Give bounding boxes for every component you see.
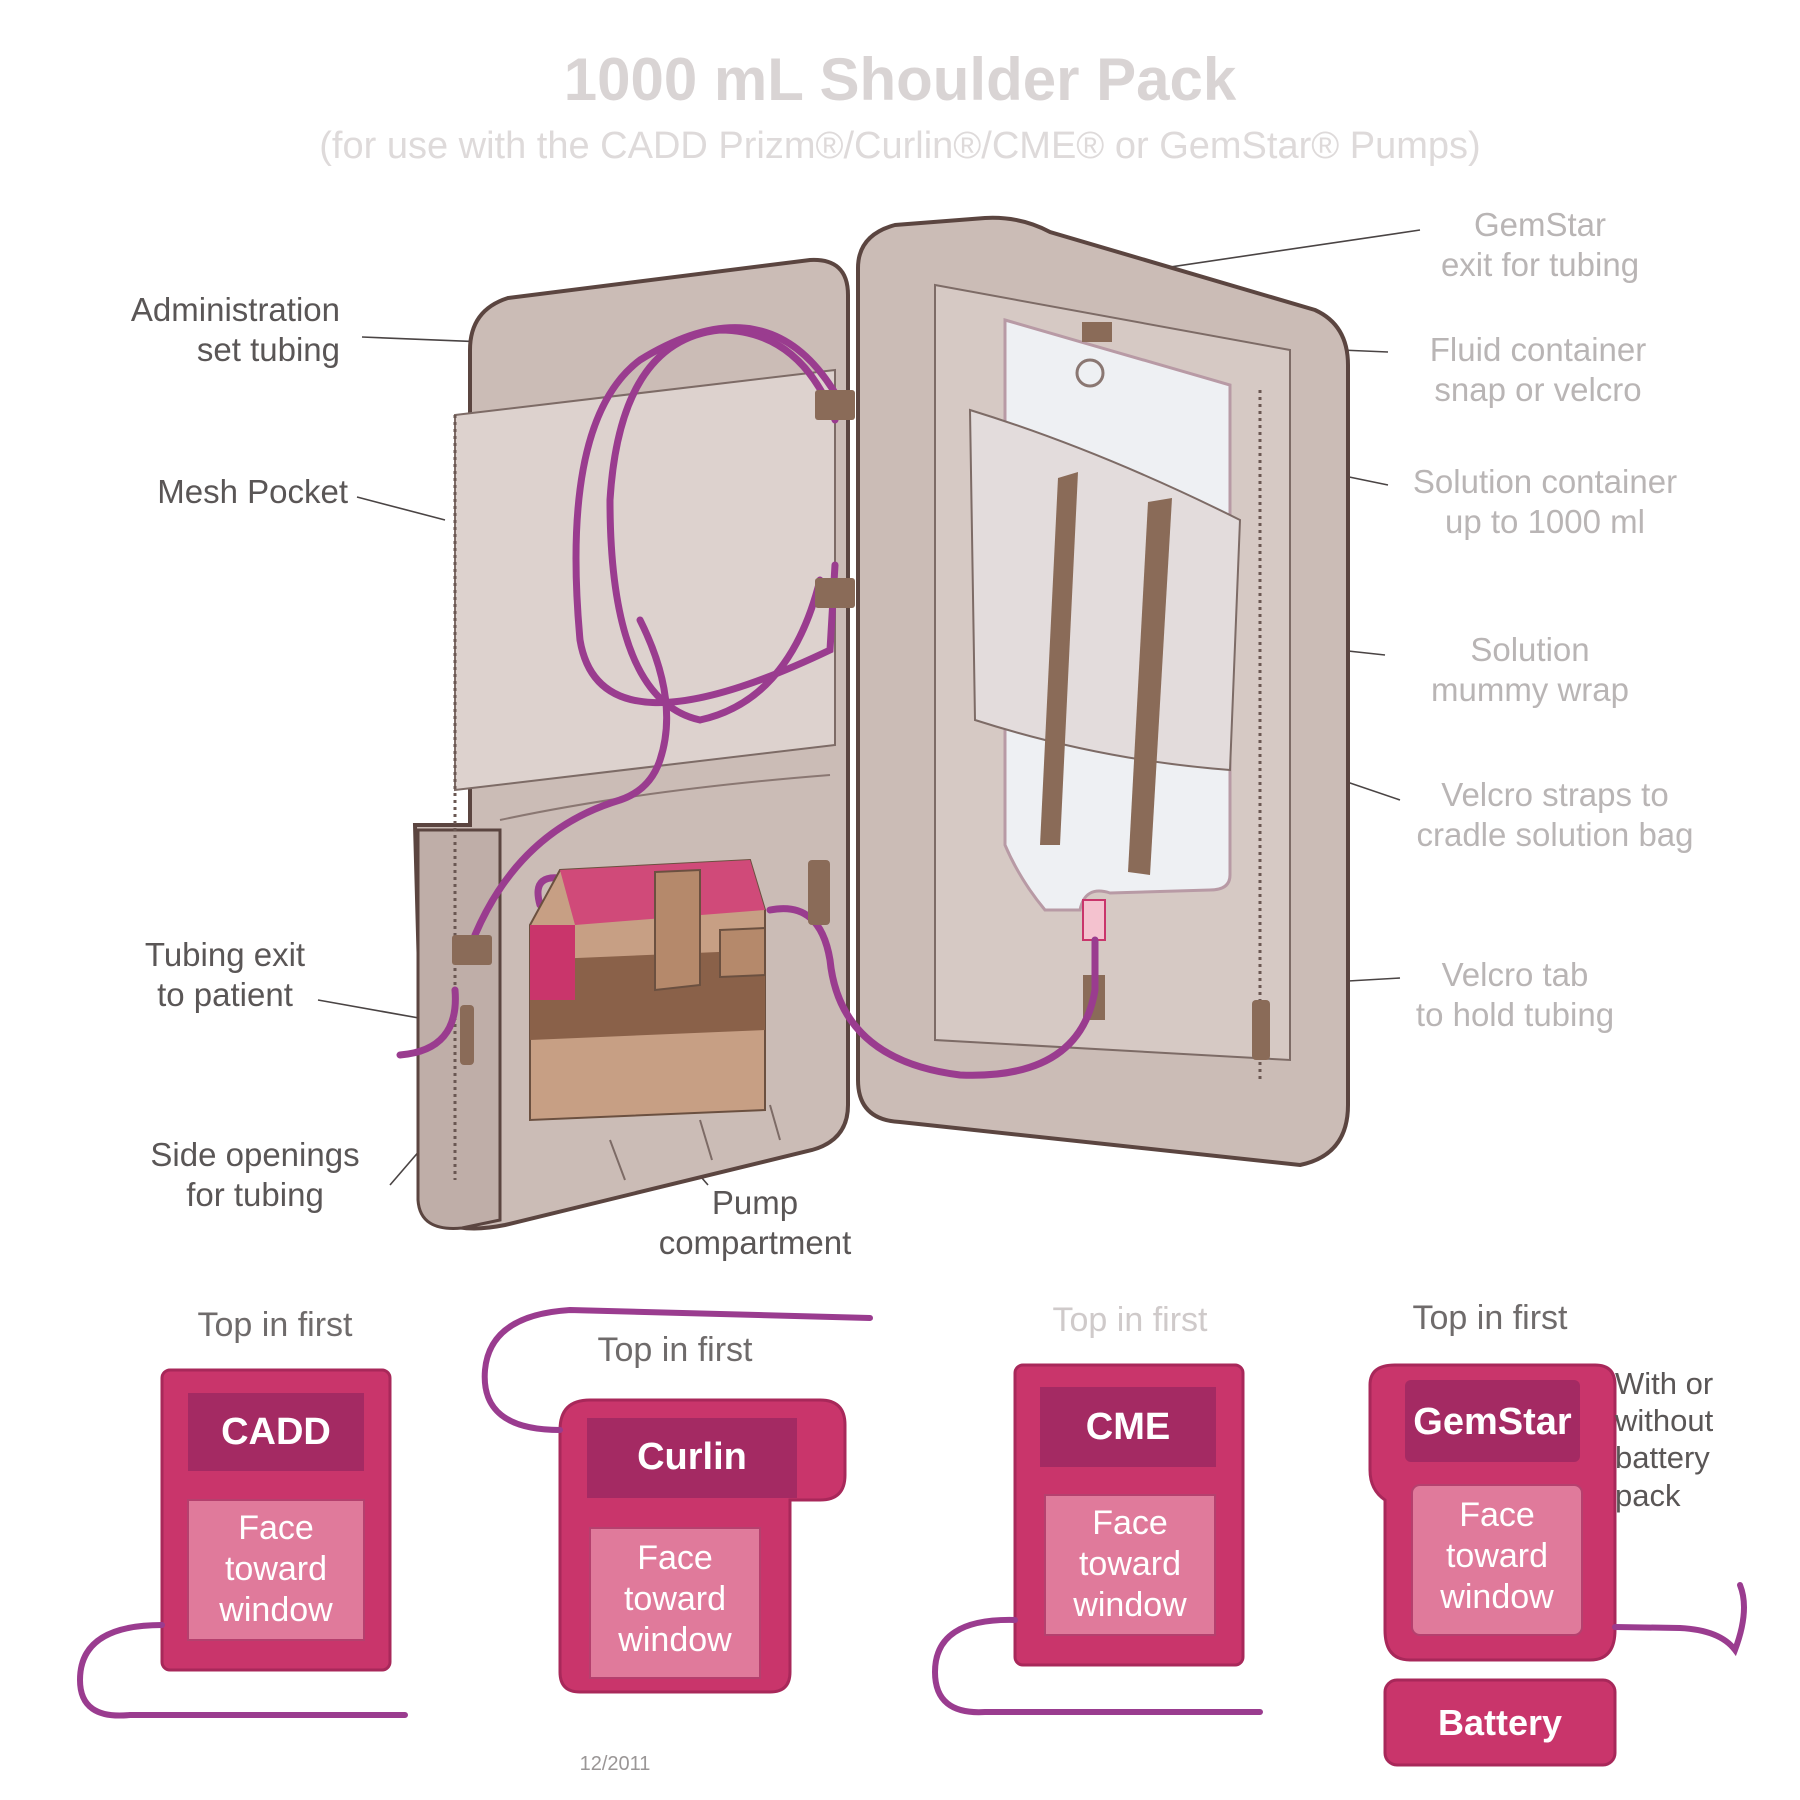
face-text-gemstar: Face toward window — [1412, 1495, 1582, 1617]
label-tubing-exit: Tubing exit to patient — [110, 935, 340, 1014]
battery-note: With or without battery pack — [1615, 1365, 1775, 1514]
face-text-cme-line1: Face — [1092, 1504, 1168, 1542]
face-text-cme: Face toward window — [1045, 1503, 1215, 1625]
battery-note-line2: without — [1615, 1403, 1714, 1439]
label-velcro-tab: Velcro tab to hold tubing — [1395, 955, 1635, 1034]
label-gemstar-exit: GemStar exit for tubing — [1400, 205, 1680, 284]
caption-curlin: Top in first — [597, 1331, 753, 1369]
label-velcro-straps-line2: cradle solution bag — [1416, 815, 1694, 853]
label-admin-set-line2: set tubing — [196, 330, 340, 368]
label-fluid-snap-line1: Fluid container — [1429, 331, 1647, 368]
face-text-cadd: Face toward window — [188, 1508, 364, 1630]
pack-right-panel — [856, 215, 1350, 1168]
caption-cadd: Top in first — [197, 1306, 353, 1344]
label-solution-container: Solution container up to 1000 ml — [1380, 462, 1710, 541]
caption-cme: Top in first — [1052, 1301, 1208, 1339]
label-mummy-wrap: Solution mummy wrap — [1385, 630, 1675, 709]
label-admin-set: Administration set tubing — [80, 290, 340, 369]
diagram-title: 1000 mL Shoulder Pack — [563, 46, 1237, 113]
battery-label: Battery — [1437, 1702, 1563, 1743]
label-mummy-wrap-line2: mummy wrap — [1430, 670, 1630, 708]
face-text-cadd-line2: toward — [224, 1549, 328, 1588]
face-text-gemstar-line3: window — [1440, 1577, 1554, 1616]
label-velcro-straps-line1: Velcro straps to — [1441, 776, 1669, 813]
pump-name-cadd: CADD — [221, 1411, 331, 1453]
label-pump-compartment-line2: compartment — [658, 1223, 852, 1261]
caption-gemstar: Top in first — [1412, 1299, 1568, 1337]
label-side-openings-line1: Side openings — [150, 1136, 360, 1173]
pump-in-compartment — [529, 858, 766, 1122]
label-velcro-straps: Velcro straps to cradle solution bag — [1385, 775, 1725, 854]
label-pump-compartment: Pump compartment — [620, 1183, 890, 1262]
leader-tubing-exit — [317, 999, 431, 1021]
label-pump-compartment-line1: Pump — [711, 1184, 799, 1221]
pump-name-gemstar: GemStar — [1413, 1401, 1572, 1443]
label-side-openings-line2: for tubing — [186, 1175, 324, 1213]
left-velcro-tabs — [452, 390, 855, 1065]
pump-gemstar — [1368, 1363, 1747, 1767]
label-tubing-exit-line2: to patient — [157, 975, 293, 1013]
label-velcro-tab-line2: to hold tubing — [1415, 995, 1615, 1033]
leader-mesh-pocket — [356, 496, 446, 521]
face-text-gemstar-line1: Face — [1459, 1496, 1535, 1534]
pump-name-curlin: Curlin — [637, 1436, 747, 1478]
pump-name-cme: CME — [1085, 1406, 1171, 1448]
face-text-gemstar-line2: toward — [1445, 1536, 1549, 1575]
face-text-cadd-line1: Face — [238, 1509, 314, 1547]
pump-cadd — [76, 1368, 408, 1719]
diagram-subtitle: (for use with the CADD Prizm®/Curlin®/CM… — [319, 125, 1481, 167]
label-gemstar-exit-line2: exit for tubing — [1440, 245, 1640, 283]
label-solution-container-line1: Solution container — [1412, 463, 1678, 500]
label-gemstar-exit-line1: GemStar — [1473, 206, 1607, 243]
battery-note-line1: With or — [1615, 1366, 1714, 1401]
battery-note-line4: pack — [1615, 1477, 1681, 1513]
pump-curlin — [481, 1306, 873, 1694]
label-solution-container-line2: up to 1000 ml — [1445, 502, 1645, 540]
label-admin-set-line1: Administration — [130, 291, 340, 328]
label-mesh-pocket: Mesh Pocket — [157, 473, 348, 510]
face-text-curlin-line1: Face — [637, 1539, 713, 1577]
label-side-openings: Side openings for tubing — [120, 1135, 390, 1214]
face-text-curlin-line2: toward — [623, 1579, 727, 1618]
label-velcro-tab-line1: Velcro tab — [1441, 956, 1589, 993]
face-text-cadd-line3: window — [219, 1590, 333, 1629]
face-text-curlin: Face toward window — [590, 1538, 760, 1660]
pump-cme — [931, 1363, 1263, 1716]
date-stamp: 12/2011 — [579, 1753, 651, 1775]
face-text-cme-line3: window — [1073, 1585, 1187, 1624]
label-mummy-wrap-line1: Solution — [1470, 631, 1590, 668]
battery-note-line3: battery — [1615, 1440, 1710, 1476]
face-text-cme-line2: toward — [1078, 1544, 1182, 1583]
label-fluid-snap-line2: snap or velcro — [1434, 370, 1642, 408]
label-fluid-snap: Fluid container snap or velcro — [1388, 330, 1688, 409]
label-tubing-exit-line1: Tubing exit — [144, 936, 306, 973]
face-text-curlin-line3: window — [618, 1620, 732, 1659]
